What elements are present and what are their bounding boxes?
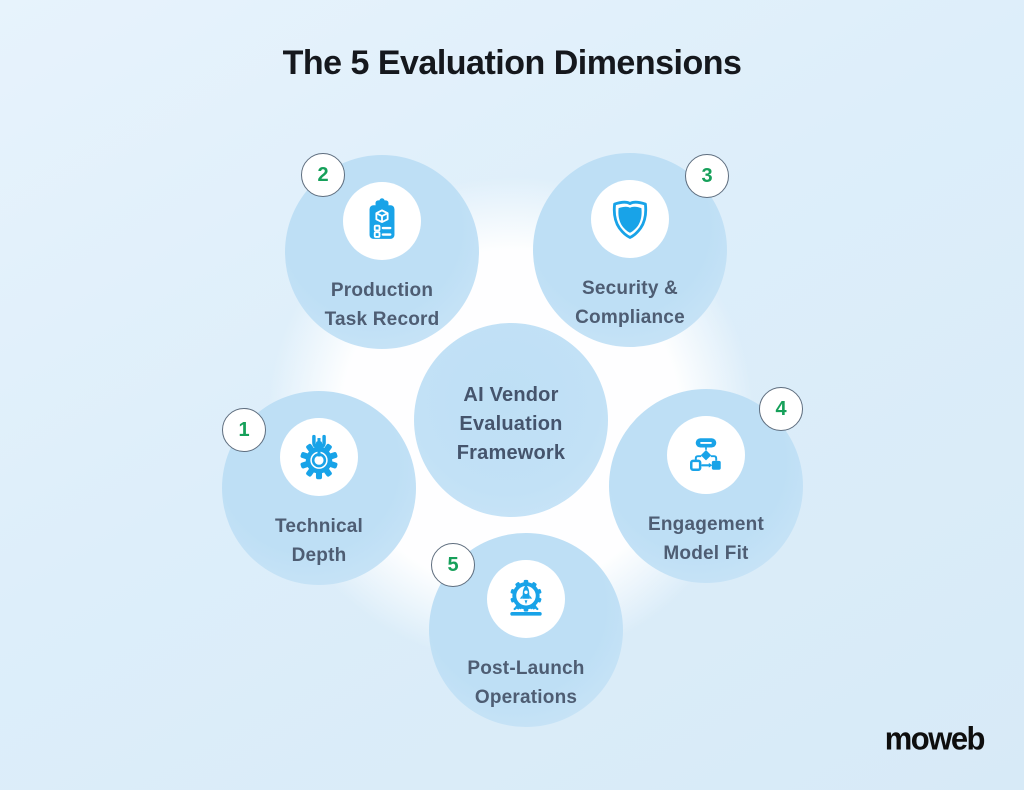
- moweb-logo: moweb: [884, 720, 986, 757]
- number-badge: 2: [301, 153, 345, 197]
- label-line: Production: [330, 280, 434, 301]
- dimension-circle-post-launch-operations: 5: [429, 533, 623, 727]
- icon-disc: [343, 182, 421, 260]
- dimension-label: Engagement Model Fit: [609, 510, 803, 568]
- icon-disc: [487, 560, 565, 638]
- dimension-circle-technical-depth: 1: [222, 391, 416, 585]
- center-circle-framework: AI Vendor Evaluation Framework: [414, 323, 608, 517]
- number-badge: 4: [759, 387, 803, 431]
- number-badge: 1: [222, 408, 266, 452]
- icon-disc: [591, 180, 669, 258]
- badge-number: 2: [317, 163, 329, 186]
- label-line: Compliance: [575, 307, 685, 328]
- badge-number: 4: [775, 397, 787, 420]
- rocket-gear-icon: [510, 579, 542, 616]
- badge-number: 5: [447, 553, 459, 576]
- dimension-label: Technical Depth: [222, 512, 416, 570]
- page-title: The 5 Evaluation Dimensions: [282, 44, 742, 82]
- dimension-circle-production-task-record: 2 Production Task Record: [285, 153, 479, 349]
- dimension-label: Security & Compliance: [533, 274, 727, 332]
- clipboard-checklist-icon: [369, 198, 395, 239]
- dimension-label: Post-Launch Operations: [429, 654, 623, 712]
- label-line: Security &: [582, 278, 678, 299]
- dimension-circle-engagement-model-fit: 4 Engagement Model Fit: [609, 387, 803, 583]
- label-line: Model Fit: [663, 543, 749, 564]
- label-line: Depth: [291, 545, 347, 566]
- number-badge: 5: [431, 543, 475, 587]
- center-title: AI Vendor Evaluation Framework: [414, 381, 608, 468]
- label-line: Technical: [274, 516, 364, 537]
- badge-number: 1: [238, 418, 250, 441]
- dimension-circle-security-compliance: 3 Security & Compliance: [533, 153, 729, 347]
- label-line: Engagement: [647, 514, 765, 535]
- gear-wrench-icon: [300, 434, 338, 480]
- center-line: Evaluation: [459, 413, 563, 435]
- center-line: AI Vendor: [463, 384, 559, 406]
- shield-icon: [612, 200, 648, 239]
- icon-disc: [667, 416, 745, 494]
- center-line: Framework: [456, 442, 566, 464]
- label-line: Task Record: [324, 309, 440, 330]
- number-badge: 3: [685, 154, 729, 198]
- dimension-label: Production Task Record: [285, 276, 479, 334]
- icon-disc: [280, 418, 358, 496]
- label-line: Post-Launch: [467, 658, 585, 679]
- label-line: Operations: [474, 687, 578, 708]
- flowchart-icon: [690, 438, 721, 471]
- badge-number: 3: [701, 164, 713, 187]
